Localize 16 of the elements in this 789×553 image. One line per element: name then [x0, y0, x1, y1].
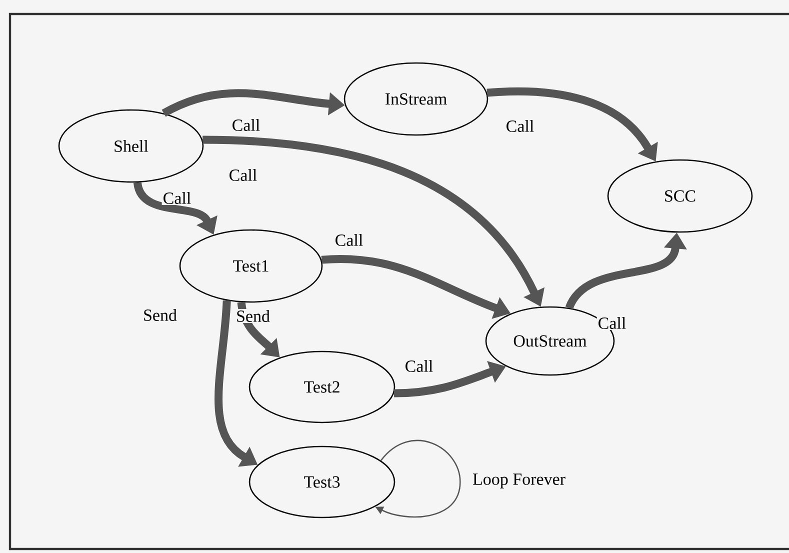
edge-label: Call	[162, 191, 192, 205]
edge-label: Send	[142, 308, 178, 322]
edge-label: Call	[504, 119, 536, 133]
edge-label: Call	[404, 359, 434, 373]
edge-label: Call	[228, 168, 258, 182]
ellipse-node: Test2	[248, 350, 396, 424]
edge-label: Call	[596, 316, 628, 330]
ellipse-node: InStream	[344, 62, 488, 136]
ellipse-node: Test3	[248, 446, 396, 518]
edge-label: Loop Forever	[472, 472, 566, 490]
ellipse-node: SCC	[607, 159, 753, 233]
edge-label: Call	[230, 118, 262, 132]
ellipse-node: Shell	[58, 109, 204, 183]
edge-label: Call	[334, 233, 364, 247]
ellipse-node: Test1	[179, 229, 323, 303]
edge-label: Send	[235, 309, 271, 323]
